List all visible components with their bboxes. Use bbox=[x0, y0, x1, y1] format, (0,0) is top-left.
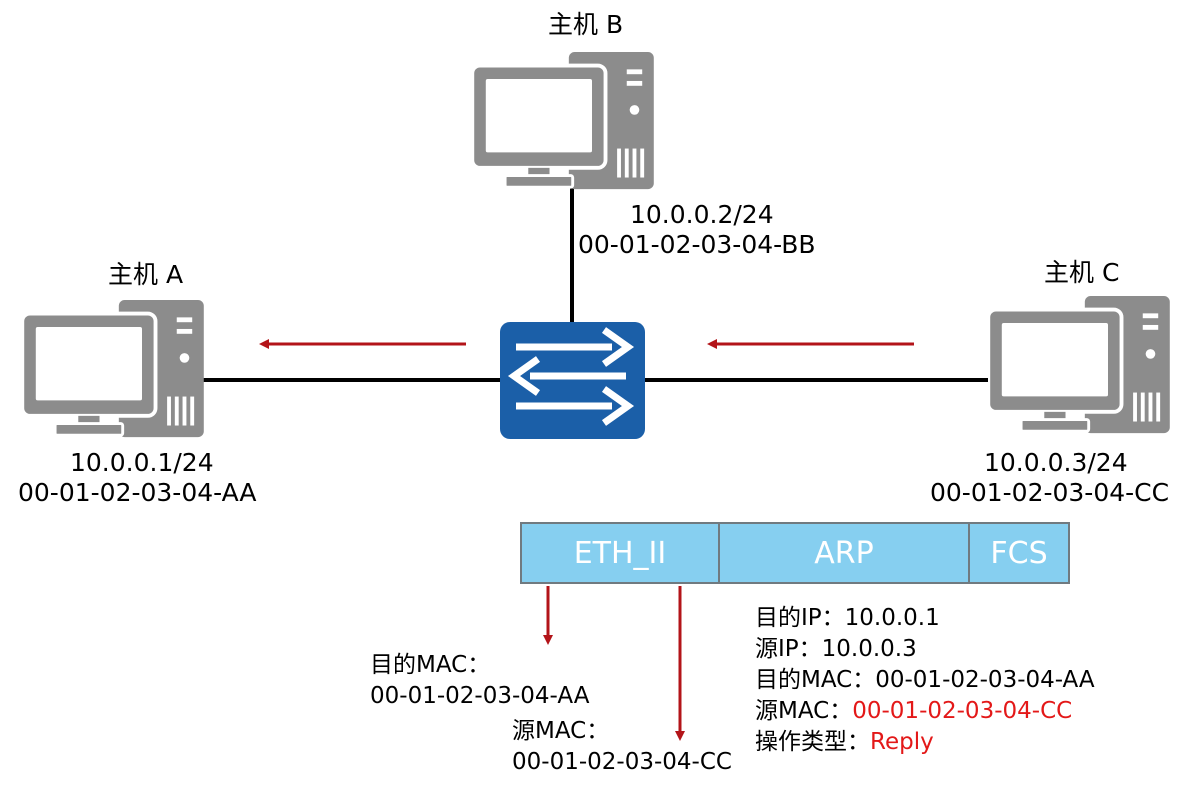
eth-src-mac-value: 00-01-02-03-04-CC bbox=[512, 749, 732, 775]
arp-dst-mac: 目的MAC：00-01-02-03-04-AA bbox=[755, 667, 1095, 693]
host-b-mac: 00-01-02-03-04-BB bbox=[578, 230, 816, 259]
host-a-name: 主机 A bbox=[108, 260, 184, 289]
arp-src-ip: 源IP：10.0.0.3 bbox=[755, 636, 917, 662]
computer-icon bbox=[22, 300, 206, 440]
frame-segment-arp: ARP bbox=[720, 522, 970, 584]
computer-icon bbox=[472, 52, 656, 192]
host-a-ip: 10.0.0.1/24 bbox=[70, 448, 214, 477]
arp-reply-frame: ETH_II ARP FCS bbox=[520, 522, 1070, 584]
host-c-ip: 10.0.0.3/24 bbox=[984, 448, 1128, 477]
eth-dst-mac-label: 目的MAC： bbox=[370, 652, 491, 678]
arp-src-mac: 源MAC：00-01-02-03-04-CC bbox=[755, 696, 1072, 727]
host-c-name: 主机 C bbox=[1044, 258, 1120, 287]
host-b-name: 主机 B bbox=[548, 10, 624, 39]
frame-segment-eth: ETH_II bbox=[520, 522, 720, 584]
host-b-ip: 10.0.0.2/24 bbox=[630, 200, 774, 229]
host-c-mac: 00-01-02-03-04-CC bbox=[930, 478, 1170, 507]
arp-src-mac-label: 源MAC： bbox=[755, 698, 853, 724]
arp-dst-ip: 目的IP：10.0.0.1 bbox=[755, 605, 940, 631]
switch-icon bbox=[500, 322, 645, 439]
arp-operation: 操作类型：Reply bbox=[755, 727, 934, 758]
computer-icon bbox=[988, 296, 1172, 436]
arp-operation-label: 操作类型： bbox=[755, 729, 870, 755]
arp-src-mac-value: 00-01-02-03-04-CC bbox=[852, 698, 1073, 724]
frame-segment-fcs: FCS bbox=[970, 522, 1070, 584]
eth-src-mac-label: 源MAC： bbox=[512, 718, 610, 744]
eth-dst-mac-value: 00-01-02-03-04-AA bbox=[370, 683, 590, 709]
arp-operation-value: Reply bbox=[870, 729, 934, 755]
host-a-mac: 00-01-02-03-04-AA bbox=[18, 478, 257, 507]
